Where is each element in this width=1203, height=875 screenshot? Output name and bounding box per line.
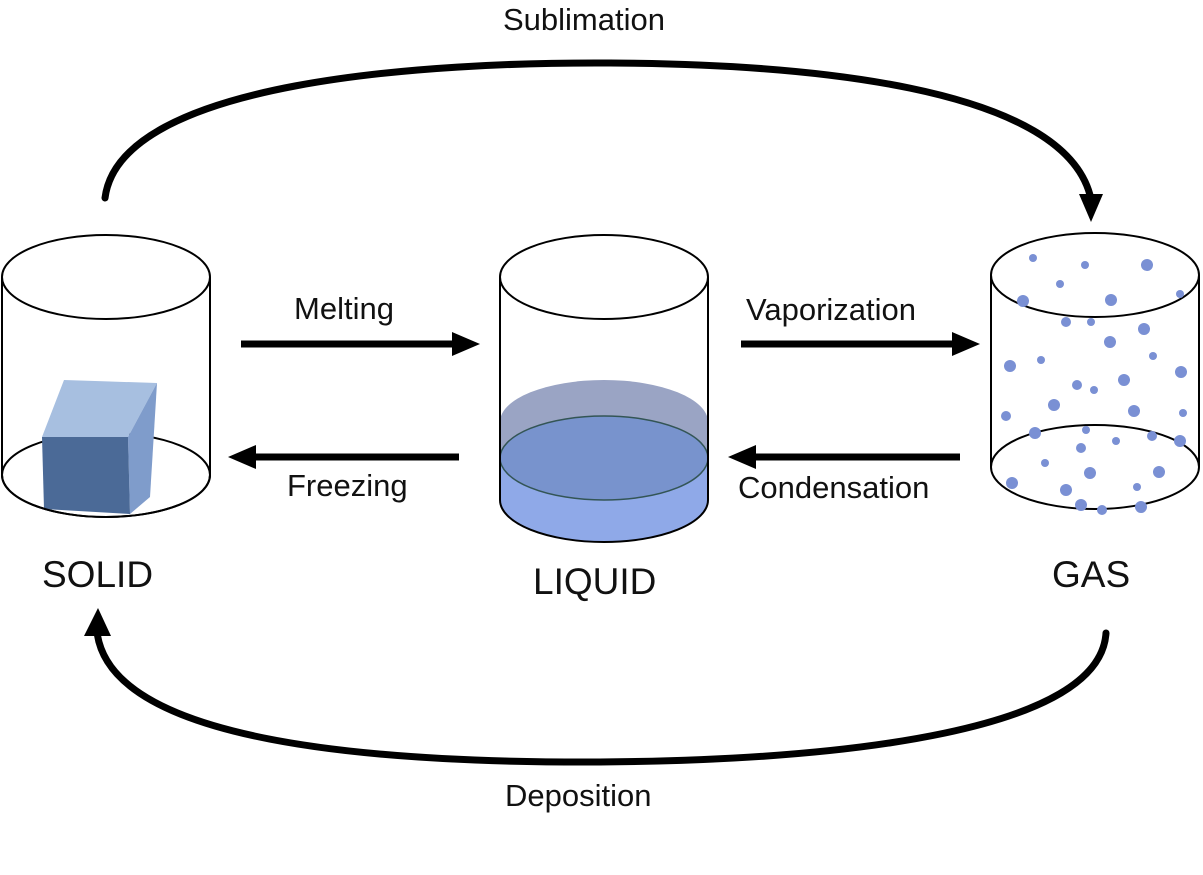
gas-particle	[1029, 427, 1041, 439]
gas-particle	[1112, 437, 1120, 445]
gas-particle	[1048, 399, 1060, 411]
gas-particle	[1138, 323, 1150, 335]
gas-label: GAS	[1052, 554, 1131, 595]
gas-particle	[1179, 409, 1187, 417]
vaporization-label: Vaporization	[746, 292, 917, 327]
gas-particle	[1006, 477, 1018, 489]
gas-particle	[1097, 505, 1107, 515]
gas-particle	[1149, 352, 1157, 360]
gas-particle	[1060, 484, 1072, 496]
gas-particle	[1176, 290, 1184, 298]
gas-particle	[1087, 318, 1095, 326]
gas-particle	[1175, 366, 1187, 378]
solid-container	[1, 234, 211, 518]
gas-particle	[1082, 426, 1090, 434]
gas-particle	[1081, 261, 1089, 269]
sublimation-label: Sublimation	[503, 2, 665, 37]
liquid-surface	[499, 415, 709, 501]
gas-particle	[1037, 356, 1045, 364]
freezing-arrow	[228, 445, 459, 469]
liquid-container	[499, 234, 709, 543]
gas-particle	[1004, 360, 1016, 372]
gas-particle	[1084, 467, 1096, 479]
gas-particle	[1128, 405, 1140, 417]
gas-particle	[1001, 411, 1011, 421]
gas-particle	[1029, 254, 1037, 262]
liquid-label: LIQUID	[533, 561, 657, 602]
deposition-label: Deposition	[505, 778, 652, 813]
gas-particle	[1017, 295, 1029, 307]
gas-particle	[1056, 280, 1064, 288]
gas-particle	[1135, 501, 1147, 513]
condensation-arrow	[728, 445, 960, 469]
gas-particle	[1105, 294, 1117, 306]
gas-particle	[1072, 380, 1082, 390]
gas-particle	[1104, 336, 1116, 348]
gas-particle	[1118, 374, 1130, 386]
gas-particle	[1076, 443, 1086, 453]
gas-particle	[1174, 435, 1186, 447]
gas-particle	[1090, 386, 1098, 394]
gas-particle	[1061, 317, 1071, 327]
gas-particle	[1147, 431, 1157, 441]
melting-label: Melting	[294, 291, 394, 326]
condensation-label: Condensation	[738, 470, 930, 505]
gas-container	[990, 232, 1200, 515]
gas-particle	[1141, 259, 1153, 271]
gas-particles	[1001, 254, 1187, 515]
gas-particle	[1041, 459, 1049, 467]
freezing-label: Freezing	[287, 468, 408, 503]
gas-particle	[1153, 466, 1165, 478]
gas-particle	[1075, 499, 1087, 511]
gas-particle	[1133, 483, 1141, 491]
sublimation-arrow	[101, 59, 1103, 222]
deposition-arrow	[84, 608, 1110, 766]
melting-arrow	[241, 332, 480, 356]
vaporization-arrow	[741, 332, 980, 356]
ice-cube	[42, 380, 157, 514]
solid-label: SOLID	[42, 554, 154, 595]
